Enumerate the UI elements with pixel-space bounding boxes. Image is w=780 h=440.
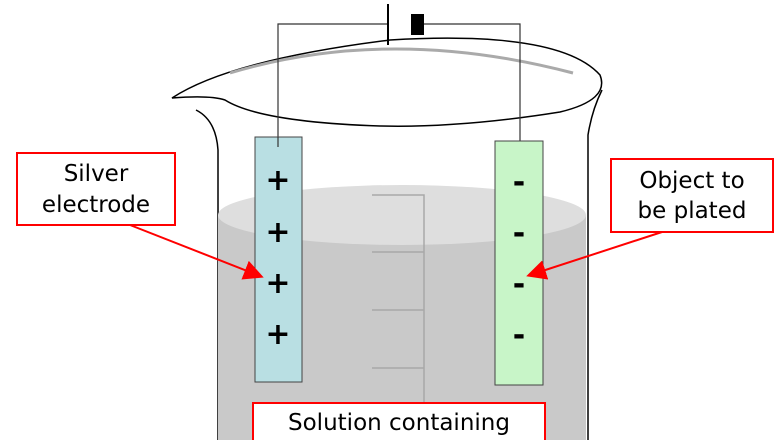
label-silver-electrode: Silver electrode xyxy=(16,152,176,226)
minus-sign: - xyxy=(513,267,525,302)
solution xyxy=(218,192,586,440)
minus-sign: - xyxy=(513,165,525,200)
arrow-to-object xyxy=(526,231,663,280)
plus-sign: + xyxy=(265,215,290,250)
label-solution: Solution containing xyxy=(252,402,546,440)
minus-sign: - xyxy=(513,318,525,353)
label-line: Object to xyxy=(639,168,744,194)
silver-electrode: + + + + xyxy=(254,136,303,383)
label-line: Silver xyxy=(64,161,129,187)
minus-sign: - xyxy=(513,216,525,251)
label-object-to-be-plated: Object to be plated xyxy=(610,158,774,233)
label-line: electrode xyxy=(42,192,150,218)
plus-sign: + xyxy=(265,163,290,198)
battery-icon xyxy=(387,4,424,45)
plus-sign: + xyxy=(265,266,290,301)
circuit xyxy=(277,23,521,147)
arrow-to-silver-electrode xyxy=(129,224,264,280)
beaker xyxy=(171,37,603,440)
object-electrode: - - - - xyxy=(494,140,544,386)
label-line: be plated xyxy=(638,198,747,224)
label-line: Solution containing xyxy=(288,410,510,436)
plus-sign: + xyxy=(265,317,290,352)
